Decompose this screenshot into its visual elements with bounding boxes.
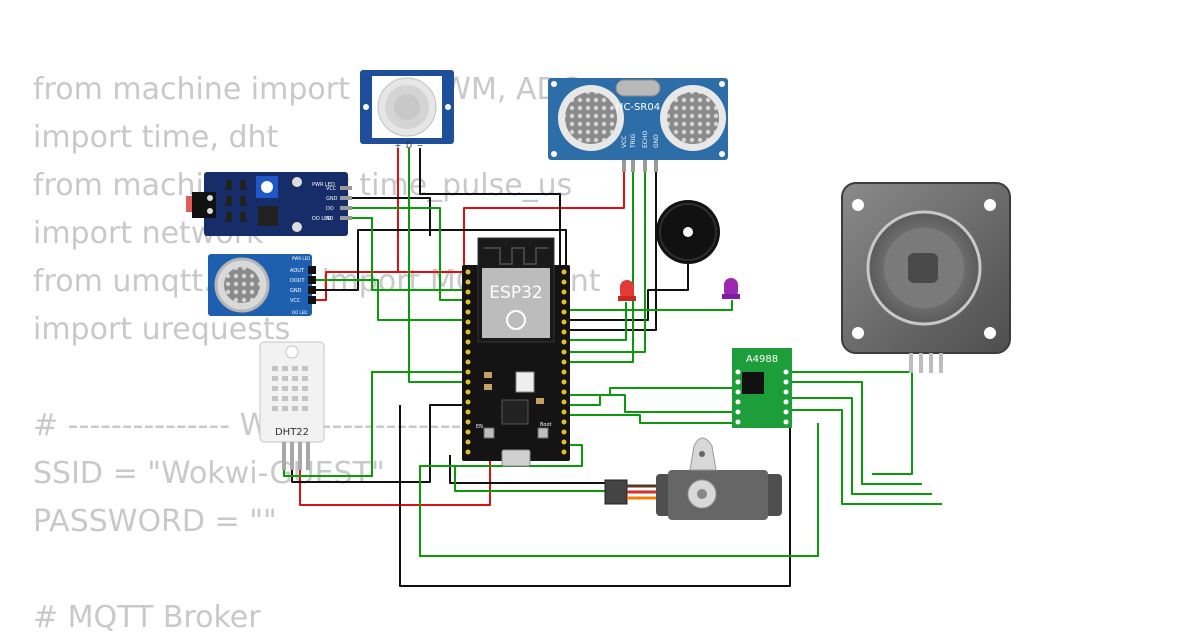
code-line: PASSWORD = "" bbox=[33, 504, 277, 539]
purple-led[interactable] bbox=[722, 278, 740, 299]
pir-pin-label-gnd: − bbox=[417, 141, 424, 150]
dht22-label: DHT22 bbox=[275, 427, 309, 438]
wire-green bbox=[566, 300, 733, 311]
gas-pin-vcc: VCC bbox=[290, 298, 301, 304]
wire-green bbox=[566, 302, 627, 341]
wire-black bbox=[566, 240, 689, 321]
ldr-pin-vcc: VCC bbox=[326, 186, 337, 192]
wire-green bbox=[419, 423, 819, 557]
a4988-label: A4988 bbox=[746, 354, 778, 365]
wire-green bbox=[566, 394, 738, 413]
gas-pin-dout: DOUT bbox=[290, 278, 305, 284]
ldr-pin-do: DO bbox=[326, 206, 334, 212]
gas-led-label-pwr: PWR LED bbox=[292, 256, 310, 261]
ldr-led-label-pwr: PWR LED bbox=[312, 182, 335, 188]
pir-pin-label-data: D bbox=[406, 141, 412, 150]
wire-green bbox=[316, 279, 464, 321]
wire-black bbox=[566, 170, 657, 331]
esp32-board[interactable]: ESP32 EN Boot bbox=[462, 237, 570, 467]
ldr-led-label-do: DO LED bbox=[312, 216, 331, 222]
usb-port bbox=[501, 449, 531, 467]
wire-black bbox=[316, 229, 567, 291]
esp32-boot-label: Boot bbox=[540, 422, 552, 428]
ultrasonic-sensor[interactable]: HC-SR04 VCC TRIG ECHO GND bbox=[548, 78, 728, 172]
wires bbox=[283, 148, 942, 587]
wire-green bbox=[788, 371, 913, 475]
wire-green bbox=[348, 217, 464, 291]
code-line: SSID = "Wokwi-GUEST" bbox=[33, 456, 385, 491]
esp32-label: ESP32 bbox=[489, 283, 542, 303]
gas-pin-gnd: GND bbox=[290, 288, 302, 294]
wire-green bbox=[788, 397, 932, 495]
wire-black bbox=[348, 197, 431, 236]
ultrasonic-pin-gnd: GND bbox=[653, 134, 660, 148]
stepper-motor[interactable] bbox=[841, 182, 1011, 373]
gas-led-label-do: DO LED bbox=[292, 310, 307, 315]
wire-green bbox=[788, 381, 922, 485]
esp32-en-label: EN bbox=[476, 424, 483, 430]
light-sensor-module[interactable]: PWR LED DO LED VCC GND DO AO bbox=[186, 172, 352, 236]
ultrasonic-label: HC-SR04 bbox=[616, 102, 660, 113]
dht22-sensor[interactable]: DHT22 bbox=[259, 341, 325, 470]
gas-sensor-module[interactable]: PWR LED DO LED AOUT DOUT GND VCC bbox=[208, 254, 316, 316]
red-led[interactable] bbox=[618, 280, 636, 301]
ultrasonic-pin-vcc: VCC bbox=[621, 136, 628, 148]
ldr-pin-gnd: GND bbox=[326, 196, 338, 202]
servo-motor[interactable] bbox=[604, 437, 782, 520]
code-line: import urequests bbox=[33, 312, 291, 347]
wire-green bbox=[348, 207, 464, 301]
espressif-logo-icon bbox=[506, 310, 526, 330]
a4988-stepper-driver[interactable]: A4988 bbox=[732, 348, 792, 428]
buzzer[interactable] bbox=[656, 200, 720, 264]
ultrasonic-pin-echo: ECHO bbox=[642, 131, 649, 148]
wire-black bbox=[291, 404, 464, 483]
wire-red bbox=[463, 170, 625, 272]
wire-green bbox=[566, 170, 634, 363]
wire-black bbox=[449, 455, 605, 484]
code-line: import time, dht bbox=[33, 120, 279, 155]
wire-green bbox=[566, 414, 738, 424]
pir-motion-sensor[interactable]: + D − bbox=[360, 70, 454, 150]
wire-green bbox=[283, 371, 464, 477]
wire-green bbox=[788, 409, 942, 505]
ldr-pin-ao: AO bbox=[326, 216, 333, 222]
wire-green bbox=[566, 170, 646, 353]
wire-green bbox=[454, 466, 605, 492]
wire-red bbox=[316, 271, 398, 301]
gas-pin-aout: AOUT bbox=[290, 268, 305, 274]
wire-green bbox=[408, 148, 464, 383]
wire-black bbox=[399, 405, 791, 587]
pir-pin-label-vcc: + bbox=[395, 141, 402, 150]
ultrasonic-pin-trig: TRIG bbox=[630, 133, 637, 149]
wire-green bbox=[566, 387, 738, 396]
wire-red bbox=[299, 454, 491, 506]
code-line: # MQTT Broker bbox=[33, 600, 261, 635]
